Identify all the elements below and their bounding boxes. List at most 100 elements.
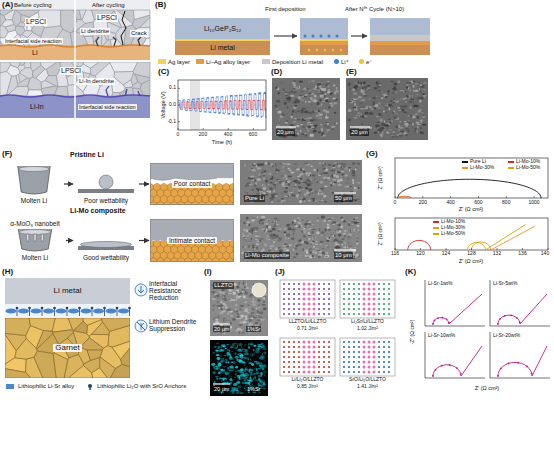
- sem-image-grain: [309, 181, 311, 183]
- sem-image-grain: [274, 223, 276, 226]
- sro-anchor: [116, 307, 119, 310]
- sem-image-grain: [243, 290, 247, 293]
- sem-image-grain: [348, 136, 352, 138]
- sem-image-grain: [276, 168, 277, 171]
- sem-image-grain: [352, 176, 355, 178]
- sem-image-grain: [355, 82, 356, 84]
- sem-image-grain: [286, 120, 289, 122]
- sem-image-grain: [333, 174, 336, 176]
- sem-image-grain: [354, 103, 356, 106]
- sem-image-grain: [416, 82, 419, 84]
- sem-image-grain: [311, 105, 313, 106]
- sem-image-grain: [295, 111, 297, 114]
- sem-image-grain: [367, 85, 371, 86]
- sem-image-grain: [293, 87, 298, 89]
- sem-image-grain: [223, 298, 227, 299]
- sem-image-grain: [356, 241, 357, 242]
- sem-image-grain: [313, 169, 316, 172]
- sem-image-grain: [317, 182, 318, 183]
- sem-image-grain: [303, 227, 307, 228]
- electron: [324, 49, 327, 52]
- sem-image-grain: [293, 226, 297, 227]
- sem-image-grain: [383, 111, 385, 113]
- lpscl-grain: [101, 33, 106, 46]
- tick-mark: [497, 248, 498, 250]
- sem-image-grain: [325, 98, 329, 100]
- sem-image-grain: [269, 237, 273, 239]
- sem-image-grain: [305, 172, 308, 175]
- sem-image-grain: [334, 235, 336, 237]
- sem-image-grain: [263, 175, 266, 176]
- tick-mark: [506, 196, 507, 198]
- li-ion: [336, 35, 339, 38]
- sem-image-grain: [331, 105, 334, 107]
- sem-image-grain: [274, 238, 276, 239]
- tick-mark: [178, 88, 180, 89]
- sem-image-grain: [369, 112, 374, 115]
- sem-image-grain: [331, 129, 334, 130]
- sem-image-grain: [281, 193, 283, 194]
- sem-image-grain: [348, 223, 350, 226]
- sem-image-grain: [337, 229, 342, 230]
- sem-image-grain: [327, 122, 329, 125]
- sem-image-grain: [381, 131, 383, 134]
- sem-image-grain: [255, 227, 258, 230]
- lgps-layer: [370, 18, 430, 35]
- sem-image-grain: [262, 319, 265, 321]
- plot-frame: [395, 158, 548, 198]
- sem-image-grain: [392, 87, 396, 90]
- sem-image-grain: [264, 223, 269, 225]
- sem-image-grain: [276, 224, 279, 225]
- sem-image-grain: [308, 112, 310, 114]
- sem-image-grain: [348, 119, 351, 122]
- eds-map-grain: [234, 353, 236, 355]
- sem-image-grain: [314, 94, 317, 97]
- sem-image-grain: [244, 164, 246, 167]
- sem-image-grain: [347, 245, 352, 247]
- sem-image-grain: [249, 309, 250, 311]
- sem-image-grain: [284, 95, 289, 97]
- sem-image-grain: [356, 254, 359, 257]
- sem-image-grain: [318, 89, 321, 90]
- sem-image-grain: [318, 105, 322, 107]
- sem-image-grain: [245, 235, 249, 236]
- electron: [316, 49, 319, 52]
- sem-image-grain: [223, 299, 228, 301]
- sem-image-grain: [297, 225, 301, 228]
- sem-image-grain: [310, 174, 311, 176]
- sem-image-grain: [299, 200, 302, 203]
- sem-image-grain: [262, 304, 266, 306]
- sem-image-grain: [300, 130, 302, 133]
- sem-image-grain: [219, 304, 221, 306]
- sem-image-grain: [304, 133, 307, 134]
- eds-map-grain: [261, 343, 264, 346]
- lpscl-grain: [54, 86, 68, 96]
- sem-image-grain: [258, 305, 260, 306]
- sem-image-grain: [325, 100, 328, 101]
- sem-image-grain: [394, 100, 397, 102]
- sem-image-grain: [362, 98, 364, 101]
- sem-image-grain: [263, 307, 267, 310]
- sem-image-grain: [272, 222, 273, 223]
- sem-image-grain: [340, 226, 342, 228]
- ag-layer: [300, 39, 348, 41]
- sem-image-grain: [248, 332, 252, 333]
- sem-image-grain: [265, 192, 268, 193]
- sem-image-grain: [330, 197, 332, 199]
- sem-image-grain: [214, 295, 216, 298]
- eds-map-grain: [226, 344, 230, 345]
- sem-image-grain: [329, 197, 332, 198]
- sro-anchor: [91, 307, 94, 310]
- sem-image-grain: [374, 107, 376, 110]
- sem-image-grain: [320, 94, 325, 97]
- sem-image-grain: [317, 112, 320, 114]
- sem-image-grain: [302, 126, 305, 127]
- sem-image-grain: [292, 121, 296, 123]
- sem-image-grain: [363, 82, 366, 85]
- sem-image-grain: [352, 162, 356, 165]
- sem-image-grain: [324, 201, 326, 203]
- sem-image-grain: [265, 179, 268, 181]
- sem-image-grain: [316, 231, 320, 234]
- sem-image-grain: [250, 168, 253, 169]
- sem-image-grain: [244, 315, 247, 318]
